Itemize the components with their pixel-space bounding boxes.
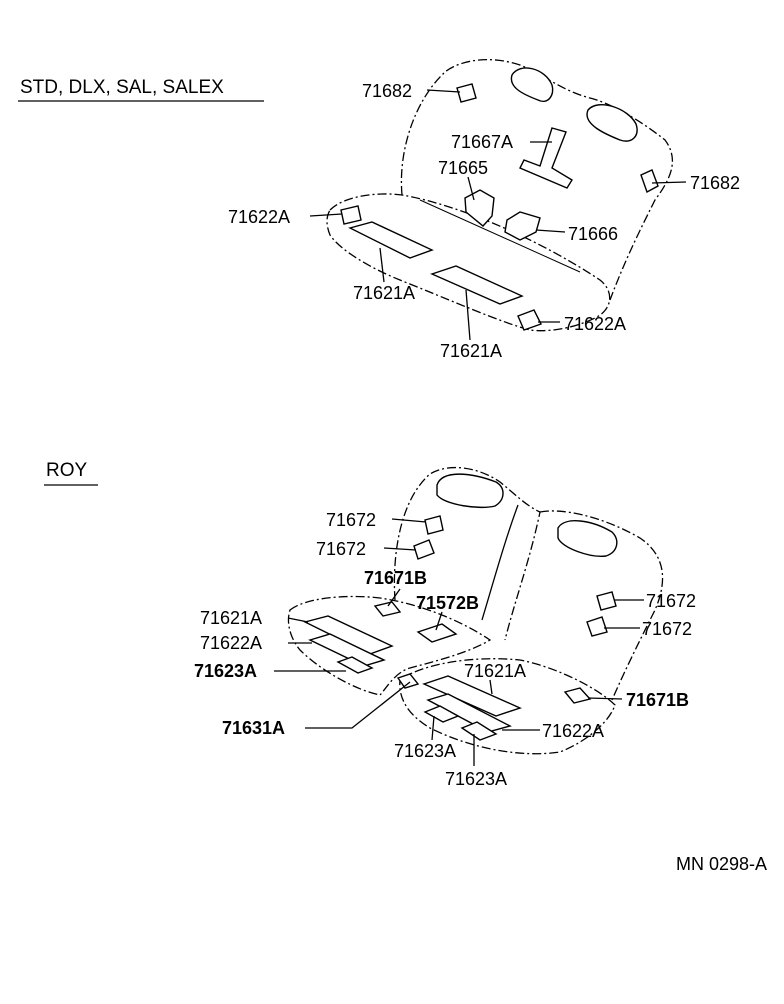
seat-back-outline — [400, 59, 674, 301]
label-71621a: 71621A — [464, 661, 526, 681]
part-71682-right — [640, 169, 659, 194]
leader — [651, 181, 687, 184]
headrest-right — [557, 520, 618, 557]
headrest-right — [586, 104, 638, 142]
section-heading: STD, DLX, SAL, SALEX — [20, 77, 224, 98]
leader — [435, 611, 443, 631]
leader — [379, 247, 385, 283]
leader — [426, 89, 461, 93]
leader — [587, 697, 623, 700]
part-71622a-top — [340, 205, 362, 225]
seat-crease-line — [419, 199, 581, 273]
leader — [287, 617, 309, 623]
part-71621a-left-pad — [348, 221, 434, 259]
seat-back-left-outline — [393, 466, 541, 641]
label-71667a: 71667A — [451, 132, 513, 152]
part-71622a-left — [308, 633, 386, 667]
label-71621a: 71621A — [353, 283, 415, 303]
headrest-left — [436, 473, 504, 509]
leader — [383, 547, 417, 551]
label-71631a: 71631A — [222, 718, 285, 738]
leader — [391, 518, 427, 523]
label-71622a: 71622A — [228, 207, 290, 227]
diagram-code: MN 0298-A — [676, 854, 767, 874]
label-71682: 71682 — [362, 81, 412, 101]
part-71621a-right — [422, 675, 522, 717]
part-71572b — [416, 623, 458, 643]
leader — [387, 588, 401, 607]
part-71672-3 — [596, 591, 617, 611]
label-71623a: 71623A — [394, 741, 456, 761]
seat-cushion-left-outline — [287, 595, 492, 696]
leader — [467, 176, 475, 201]
label-71682: 71682 — [690, 173, 740, 193]
label-71623a: 71623A — [194, 661, 257, 681]
label-71672: 71672 — [642, 619, 692, 639]
part-71672-4 — [586, 616, 608, 637]
part-71622a-right — [426, 693, 512, 733]
label-71672: 71672 — [316, 539, 366, 559]
part-71621a-right-pad — [430, 265, 524, 305]
leader — [431, 715, 435, 741]
label-71672: 71672 — [326, 510, 376, 530]
section-roy: ROY — [44, 460, 696, 789]
part-71666 — [504, 211, 541, 241]
part-71672-2 — [413, 539, 435, 560]
seat-cushion-outline — [326, 193, 611, 332]
part-71671b-left — [373, 601, 402, 617]
label-71671b: 71671B — [364, 568, 427, 588]
part-71623a-right-1 — [423, 705, 460, 723]
part-71623a-left — [336, 656, 374, 674]
leader — [535, 229, 566, 233]
label-71572b: 71572B — [416, 593, 479, 613]
part-71622a-bottom — [517, 309, 542, 331]
label-71672: 71672 — [646, 591, 696, 611]
section-heading: ROY — [46, 460, 88, 481]
leader — [489, 679, 493, 695]
section-std-dlx-sal-salex: STD, DLX, SAL, SALEX 71682 71667A — [18, 59, 740, 361]
label-71623a: 71623A — [445, 769, 507, 789]
part-71672-1 — [424, 515, 444, 535]
label-71671b: 71671B — [626, 690, 689, 710]
part-71665 — [464, 189, 495, 227]
label-71622a: 71622A — [542, 721, 604, 741]
label-71666: 71666 — [568, 224, 618, 244]
label-71665: 71665 — [438, 158, 488, 178]
part-71682-top — [456, 83, 477, 103]
leader — [305, 681, 411, 729]
part-71631a — [396, 673, 420, 689]
label-71622a: 71622A — [200, 633, 262, 653]
label-71621a: 71621A — [440, 341, 502, 361]
seat-back-right-outline — [539, 510, 664, 701]
seat-cushion-right-outline — [399, 658, 616, 755]
headrest-left — [510, 67, 554, 102]
leader — [309, 213, 343, 217]
leader — [465, 289, 471, 341]
seat-back-divider — [481, 504, 519, 621]
part-71667a — [519, 127, 573, 189]
label-71622a: 71622A — [564, 314, 626, 334]
label-71621a: 71621A — [200, 608, 262, 628]
part-71671b-right — [563, 687, 592, 704]
